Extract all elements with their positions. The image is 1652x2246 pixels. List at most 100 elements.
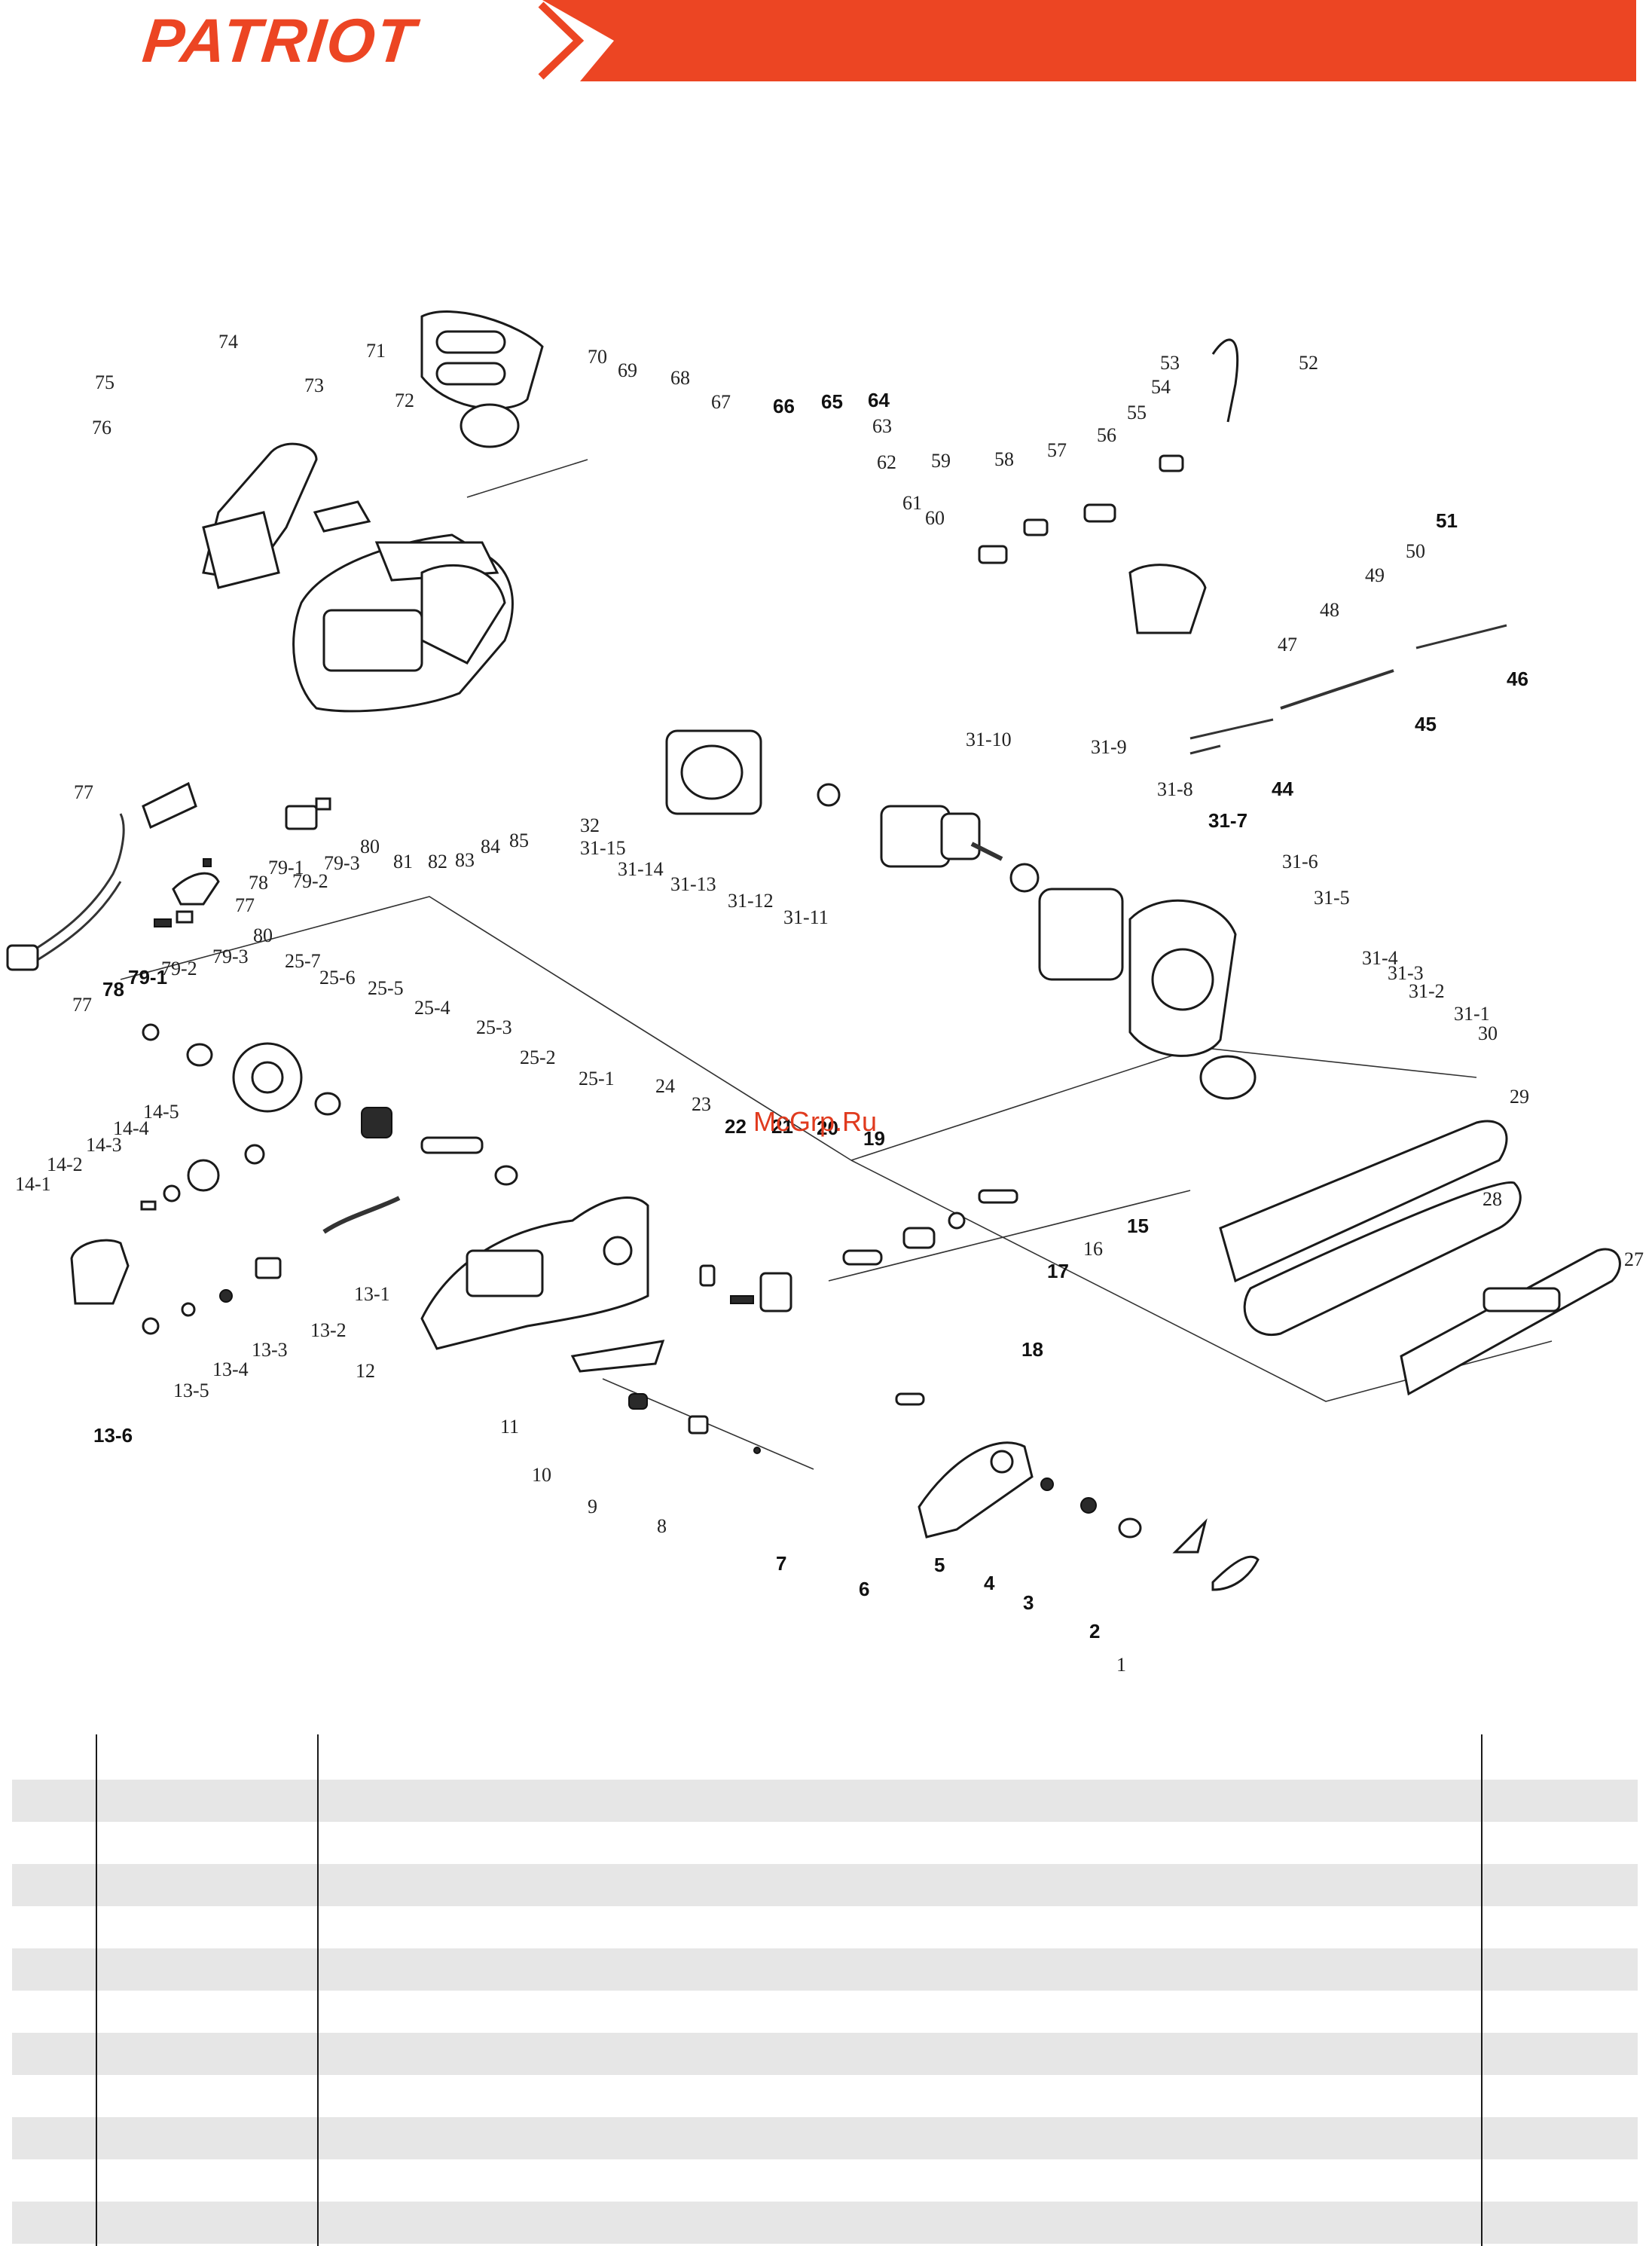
callout-31-8: 31-9 [1091, 736, 1127, 758]
callout-25-5: 25-5 [368, 977, 404, 999]
callout-8: 8 [657, 1515, 667, 1537]
callout-6: 6 [859, 1578, 869, 1600]
callout-7: 7 [776, 1552, 786, 1575]
table-row [12, 2033, 1638, 2075]
callout-labels: 74 75 73 71 72 70 69 68 67 66 65 64 63 6… [15, 331, 1644, 1676]
callout-31-12: 31-13 [670, 873, 716, 895]
callout-3: 3 [1023, 1591, 1034, 1614]
callout-31-2: 31-3 [1388, 962, 1424, 984]
oil-pump [70, 1196, 401, 1335]
callout-38-1: 54 [1151, 376, 1171, 398]
callout-34: 46 [1507, 668, 1528, 690]
callout-2: 2 [1089, 1620, 1100, 1642]
callout-55: 76 [92, 417, 111, 439]
callout-35-1: 47 [1278, 634, 1297, 655]
callout-35-5: 51 [1436, 509, 1458, 532]
callout-13-4: 13-4 [212, 1358, 249, 1380]
table-column-divider [1481, 1734, 1483, 2246]
callout-73: 85 [509, 830, 529, 851]
table-column-divider [317, 1734, 319, 2246]
callout-31-13: 31-14 [618, 858, 664, 880]
table-row [12, 1780, 1638, 1822]
callout-31-1: 31-2 [1409, 980, 1445, 1002]
callout-20: 20 [817, 1117, 838, 1139]
callout-22: 22 [725, 1115, 747, 1138]
callout-11: 11 [500, 1416, 519, 1438]
callout-36: 52 [1299, 352, 1318, 374]
callout-25-3: 25-3 [476, 1016, 512, 1038]
callout-45: 66 [773, 395, 795, 417]
callout-65: 79-1 [268, 857, 304, 879]
exploded-parts-diagram: 74 75 73 71 72 70 69 68 67 66 65 64 63 6… [6, 310, 1644, 1676]
callout-35-2: 48 [1320, 599, 1339, 621]
callout-38-2: 55 [1127, 402, 1147, 423]
callout-48: 69 [618, 359, 637, 381]
callout-37: 53 [1160, 352, 1180, 374]
callout-66: 79-2 [292, 870, 328, 892]
callout-13-1: 13-1 [354, 1283, 390, 1305]
table-row [12, 1864, 1638, 1906]
callout-38-3: 56 [1097, 424, 1116, 446]
callout-31-7: 31-8 [1157, 778, 1193, 800]
callout-31-5: 31-6 [1282, 851, 1318, 872]
callout-35-4: 50 [1406, 540, 1425, 562]
callout-64: 78 [249, 872, 268, 894]
callout-9: 9 [588, 1496, 597, 1517]
chevron-icon [538, 2, 585, 80]
callout-69: 81 [393, 851, 413, 872]
callout-68: 80 [360, 836, 380, 857]
callout-12: 12 [356, 1360, 375, 1382]
callout-38-6: 59 [931, 450, 951, 472]
callout-31-11: 31-12 [728, 890, 774, 912]
callout-13-6: 13-6 [93, 1424, 133, 1447]
callout-21: 21 [771, 1115, 793, 1138]
callout-10: 10 [532, 1464, 551, 1486]
header-banner [538, 0, 1636, 81]
callout-33: 45 [1415, 713, 1437, 735]
callout-31-9: 31-10 [966, 729, 1012, 750]
switch-parts [154, 797, 331, 927]
callout-15: 15 [1127, 1215, 1149, 1237]
callout-28: 29 [1510, 1086, 1529, 1108]
callout-16: 16 [1083, 1238, 1103, 1260]
callout-31-4: 31-5 [1314, 887, 1350, 909]
callout-31-6: 31-7 [1208, 809, 1247, 832]
callout-59: 79-1 [128, 966, 167, 989]
front-hand-guard [420, 310, 544, 448]
callout-23: 23 [692, 1093, 711, 1115]
armature [817, 783, 1040, 893]
table-column-divider [96, 1734, 97, 2246]
watermark: McGrp.Ru [753, 1106, 878, 1137]
brand-logo: PATRIOT [139, 7, 420, 75]
callout-63: 77 [235, 894, 255, 916]
callout-54: 75 [95, 371, 115, 393]
callout-4: 4 [984, 1572, 995, 1594]
callout-25-1: 25-1 [579, 1068, 615, 1089]
callout-50: 71 [366, 340, 386, 362]
callout-40: 61 [902, 492, 922, 514]
parts-table [12, 1734, 1638, 2246]
callout-25-7: 25-7 [285, 950, 321, 972]
callout-14-5: 14-5 [143, 1101, 179, 1123]
callout-27: 28 [1483, 1188, 1502, 1210]
callout-52: 73 [304, 374, 324, 396]
callout-49: 70 [588, 346, 607, 368]
callout-25-6: 25-6 [319, 967, 356, 989]
stator [665, 729, 762, 815]
callout-32: 44 [1272, 778, 1293, 800]
main-housing [292, 533, 514, 713]
motor-end-bracket [1038, 888, 1257, 1100]
chain-adjust-parts [699, 1189, 1018, 1312]
callout-18: 18 [1021, 1338, 1043, 1361]
table-row [12, 1906, 1638, 1948]
brake-mechanism [978, 338, 1239, 634]
callout-44: 65 [821, 390, 843, 413]
callout-43: 64 [868, 389, 890, 411]
power-cable [6, 781, 197, 971]
table-row [12, 2202, 1638, 2244]
callout-19: 19 [863, 1127, 885, 1150]
callout-31-3: 31-4 [1362, 947, 1398, 969]
callout-17: 17 [1047, 1260, 1069, 1282]
callout-56: 77 [74, 781, 93, 803]
table-row [12, 1991, 1638, 2033]
